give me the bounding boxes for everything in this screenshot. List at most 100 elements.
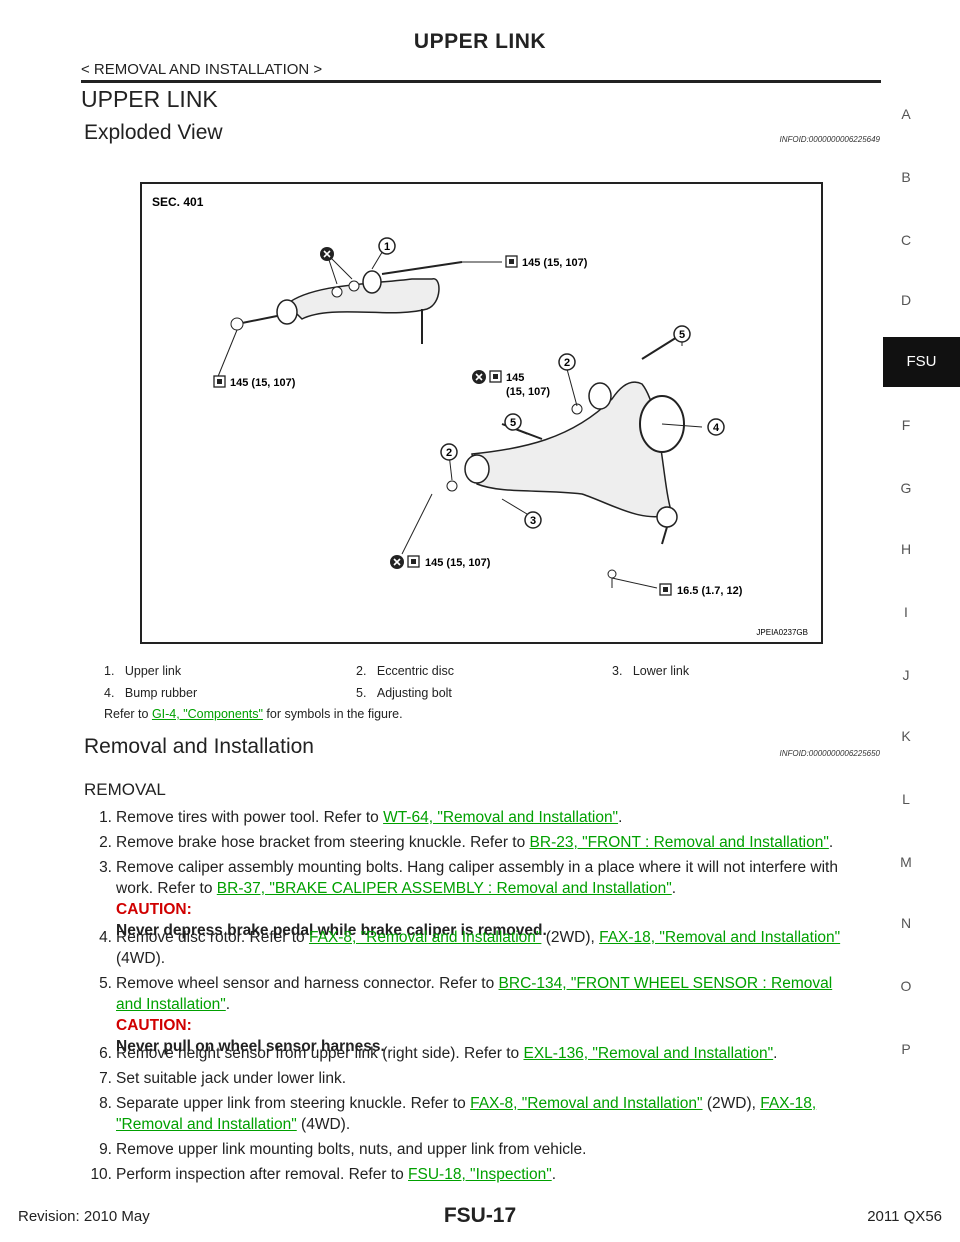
callout-3-label: 3 (530, 515, 536, 527)
section-title: UPPER LINK (81, 86, 218, 112)
torque-t1: 145 (15, 107) (522, 257, 588, 269)
legend-item-3: 3. Lower link (612, 664, 690, 678)
x-symbol-lower (390, 555, 404, 569)
callout-2a: 2 (558, 353, 576, 371)
legend-refer: Refer to GI-4, "Components" for symbols … (104, 707, 403, 721)
side-tab-l[interactable]: L (902, 791, 910, 807)
callout-2b-label: 2 (446, 447, 452, 459)
legend-item-4: 4. Bump rubber (104, 686, 198, 700)
step-2: 2. Remove brake hose bracket from steeri… (99, 834, 834, 851)
callout-5b-label: 5 (510, 417, 516, 429)
callout-2a-label: 2 (564, 357, 570, 369)
link-wt-64[interactable]: WT-64, "Removal and Installation" (383, 809, 619, 826)
footer-model: 2011 QX56 (867, 1208, 942, 1225)
link-exl-136[interactable]: EXL-136, "Removal and Installation" (523, 1045, 774, 1062)
torque-icon-t4 (407, 555, 420, 568)
callout-2b: 2 (440, 443, 458, 461)
caution-label-5: CAUTION: (116, 1017, 192, 1034)
side-tab-a[interactable]: A (901, 106, 911, 122)
link-br-37[interactable]: BR-37, "BRAKE CALIPER ASSEMBLY : Removal… (216, 880, 672, 897)
side-tab-d[interactable]: D (900, 292, 912, 308)
leader-4 (661, 423, 703, 428)
side-tab-g[interactable]: G (900, 480, 912, 496)
callout-1-label: 1 (384, 241, 390, 253)
lower-ball-joint (656, 506, 678, 528)
upper-bolt-right (381, 261, 463, 275)
link-fax-8[interactable]: FAX-8, "Removal and Installation" (308, 929, 542, 946)
side-tab-m[interactable]: M (900, 854, 912, 870)
side-tab-f[interactable]: F (901, 417, 911, 433)
torque-t2: 145 (15, 107) (230, 377, 296, 389)
upper-link-shape (285, 278, 440, 320)
step-8: 8. Separate upper link from steering knu… (99, 1095, 817, 1133)
step-6: 6. Remove height sensor from upper link … (99, 1045, 778, 1062)
lower-link-bushing-rear (588, 382, 612, 410)
exploded-view-figure: SEC. 401 (140, 182, 823, 644)
side-tab-b[interactable]: B (901, 169, 911, 185)
upper-nut-1 (331, 286, 343, 298)
removal-installation-infoid: INFOID:0000000006225650 (779, 749, 880, 758)
link-br-23[interactable]: BR-23, "FRONT : Removal and Installation… (529, 834, 829, 851)
step-3: 3. Remove caliper assembly mounting bolt… (84, 857, 880, 941)
callout-3: 3 (524, 511, 542, 529)
link-gi-4[interactable]: GI-4, "Components" (151, 707, 263, 721)
side-tab-j[interactable]: J (902, 667, 910, 683)
side-tab-i[interactable]: I (904, 604, 908, 620)
side-tab-c[interactable]: C (900, 232, 912, 248)
torque-icon-t3 (489, 370, 502, 383)
torque-t5: 16.5 (1.7, 12) (677, 585, 743, 597)
figure-legend: 1. Upper link 2. Eccentric disc 3. Lower… (104, 664, 864, 724)
exploded-view-heading: Exploded View (84, 121, 223, 144)
exploded-diagram: SEC. 401 (152, 195, 808, 637)
eccentric-disc-front (446, 480, 458, 492)
leader-t5b (611, 577, 658, 589)
caution-text-3: Never depress brake pedal while brake ca… (116, 922, 547, 939)
legend-item-2: 2. Eccentric disc (356, 664, 454, 678)
side-tab-fsu[interactable]: FSU (883, 337, 960, 387)
leader-5b (516, 429, 528, 435)
side-tab-o[interactable]: O (900, 978, 912, 994)
upper-link-bushing-left (276, 299, 298, 325)
legend-item-1: 1. Upper link (104, 664, 182, 678)
caution-label-3: CAUTION: (116, 901, 192, 918)
callout-4-label: 4 (713, 422, 720, 434)
breadcrumb: < REMOVAL AND INSTALLATION > (81, 61, 323, 78)
side-tab-h[interactable]: H (900, 541, 912, 557)
step-9: 9. Remove upper link mounting bolts, nut… (99, 1141, 587, 1158)
torque-t3-line2: (15, 107) (506, 386, 550, 398)
figure-section-label: SEC. 401 (152, 195, 204, 209)
step-10: 10. Perform inspection after removal. Re… (90, 1166, 557, 1183)
legend-item-5: 5. Adjusting bolt (356, 686, 452, 700)
header-divider (81, 80, 881, 83)
side-tab-p[interactable]: P (901, 1041, 911, 1057)
callout-4: 4 (707, 418, 725, 436)
lower-link-bushing-front (464, 454, 490, 484)
leader-2a (566, 368, 578, 407)
link-fsu-18[interactable]: FSU-18, "Inspection" (408, 1166, 552, 1183)
removal-installation-heading: Removal and Installation (84, 735, 314, 758)
link-brc-134[interactable]: BRC-134, "FRONT WHEEL SENSOR : Removal (498, 975, 833, 992)
callout-1: 1 (378, 237, 396, 255)
lower-ball-joint-stud (661, 526, 668, 545)
link-fax-18[interactable]: FAX-18, "Removal and Installation" (599, 929, 841, 946)
side-tab-n[interactable]: N (900, 915, 912, 931)
leader-t2 (216, 329, 238, 380)
torque-t3-line1: 145 (506, 372, 524, 384)
link-fax-18-b[interactable]: FAX-18, (760, 1095, 817, 1112)
callout-5a-label: 5 (679, 329, 685, 341)
lower-link-shape (471, 381, 673, 518)
step-1: 1. Remove tires with power tool. Refer t… (99, 809, 623, 826)
upper-bolt-head (230, 317, 244, 331)
side-tab-k[interactable]: K (901, 728, 911, 744)
caution-text-5: Never pull on wheel sensor harness. (116, 1038, 385, 1055)
step-7: 7. Set suitable jack under lower link. (99, 1070, 347, 1087)
link-fax-18-b-cont[interactable]: "Removal and Installation" (116, 1116, 297, 1133)
link-fax-8-b[interactable]: FAX-8, "Removal and Installation" (470, 1095, 703, 1112)
eccentric-disc-rear (571, 403, 583, 415)
torque-icon-t5 (659, 583, 672, 596)
link-brc-134-cont[interactable]: and Installation" (116, 996, 226, 1013)
upper-nut-2 (348, 280, 360, 292)
upper-bolt-left (236, 315, 278, 325)
footer-revision: Revision: 2010 May (18, 1208, 150, 1225)
callout-5a: 5 (673, 325, 691, 343)
